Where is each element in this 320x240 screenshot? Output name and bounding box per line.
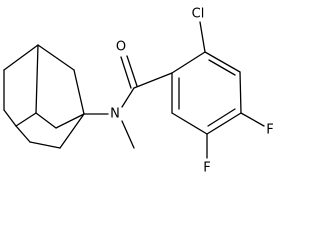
ring-double-bond: [208, 59, 236, 76]
bond-carbonyl-ring: [133, 72, 173, 89]
bond-c-o-double-2: [126, 55, 138, 87]
fluorine-5-label: F: [203, 161, 210, 176]
bond-c-o-double-1: [120, 56, 132, 89]
ring-bond: [171, 112, 208, 135]
bond: [35, 112, 57, 129]
bond: [59, 113, 85, 149]
bond: [29, 141, 61, 149]
bond: [35, 44, 39, 114]
bond: [3, 44, 39, 71]
structure-diagram: O Cl N F F: [3, 7, 274, 176]
bond: [37, 44, 75, 71]
carbonyl-group: [120, 55, 173, 89]
ring-double-bond: [207, 108, 236, 127]
bond-n-carbonyl: [121, 87, 135, 108]
bond: [55, 113, 85, 129]
ring-bond: [206, 112, 242, 135]
chlorine-label: Cl: [192, 7, 205, 22]
bond: [15, 125, 31, 143]
ring-substituents: [199, 21, 265, 159]
bond-ring-cl: [199, 21, 206, 53]
fluorine-4-label: F: [266, 123, 273, 138]
bond: [73, 69, 85, 115]
ring-bond: [204, 51, 241, 73]
bond-n-methyl: [121, 120, 135, 149]
nitrogen-label: N: [110, 107, 120, 122]
bond: [15, 112, 37, 127]
oxygen-label: O: [116, 40, 126, 55]
bond: [3, 109, 17, 127]
ring-bond: [171, 51, 206, 74]
bond-ring-f4: [240, 112, 265, 127]
benzene-ring: [171, 51, 242, 135]
ring-bond: [239, 71, 242, 114]
amide-nitrogen-bonds: [83, 87, 135, 149]
molecule-drawing: O Cl N F F: [3, 7, 274, 176]
adamantane-cage: [3, 44, 85, 149]
